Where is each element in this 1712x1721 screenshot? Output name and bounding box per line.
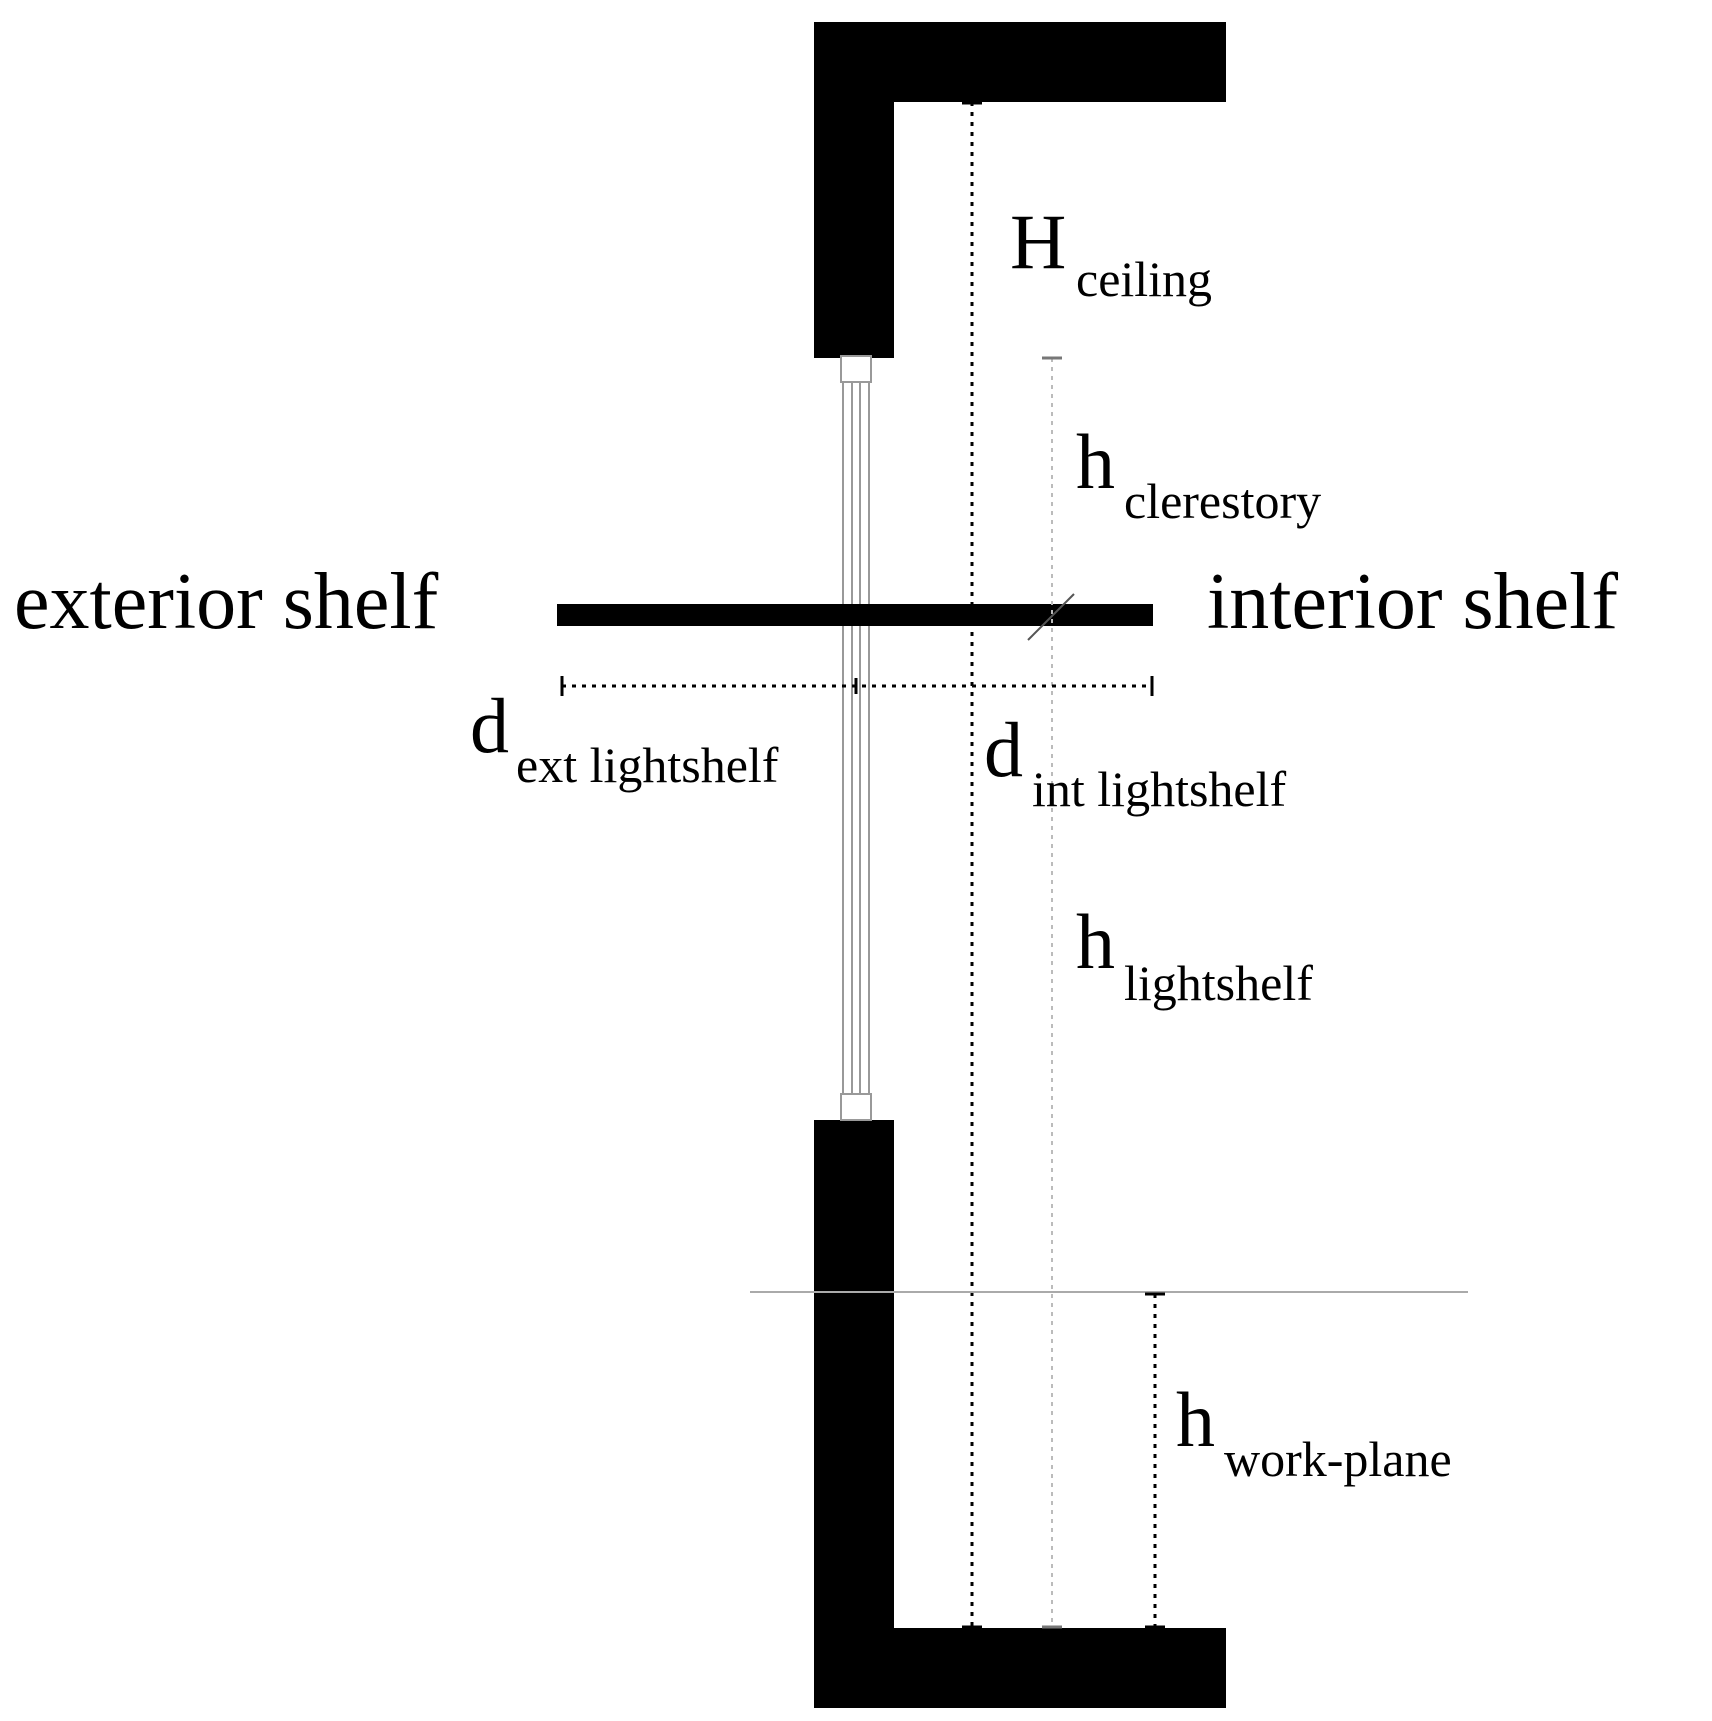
interior-shelf-label: interior shelf (1207, 558, 1618, 646)
int-lightshelf-depth-label: d (984, 706, 1023, 793)
lightshelf-height-label: h (1076, 898, 1115, 985)
upper-wall-pier (814, 22, 894, 358)
upper-wall (814, 22, 1226, 358)
window-frame-bottom (840, 1093, 872, 1121)
exterior-shelf-label: exterior shelf (14, 558, 439, 646)
floor-slab (814, 1628, 1226, 1708)
ext-lightshelf-depth-symbol: d (470, 682, 509, 769)
work-plane-height-label: h (1176, 1376, 1215, 1463)
ceiling-height-subscript: ceiling (1076, 251, 1212, 307)
clerestory-height-symbol: h (1076, 418, 1115, 505)
lightshelf-height-symbol: h (1076, 898, 1115, 985)
int-lightshelf-depth-symbol: d (984, 706, 1023, 793)
ceiling-height-label: H (1010, 198, 1066, 285)
work-plane-height-subscript: work-plane (1224, 1431, 1452, 1487)
ext-lightshelf-depth-label: d (470, 682, 509, 769)
lower-wall (814, 1120, 1226, 1708)
clerestory-height-label: h (1076, 418, 1115, 505)
lightshelf-height-subscript: lightshelf (1124, 955, 1313, 1011)
light-shelf (557, 604, 1153, 626)
lower-wall-pier (814, 1120, 894, 1708)
work-plane-height-symbol: h (1176, 1376, 1215, 1463)
clerestory-height-subscript: clerestory (1124, 473, 1321, 529)
int-lightshelf-depth-subscript: int lightshelf (1032, 761, 1287, 817)
ext-lightshelf-depth-subscript: ext lightshelf (516, 737, 779, 793)
ceiling-height-symbol: H (1010, 198, 1066, 285)
window-frame-top (840, 355, 872, 383)
lightshelf-dim-slash (1027, 593, 1075, 641)
window-glazing (840, 355, 872, 1121)
